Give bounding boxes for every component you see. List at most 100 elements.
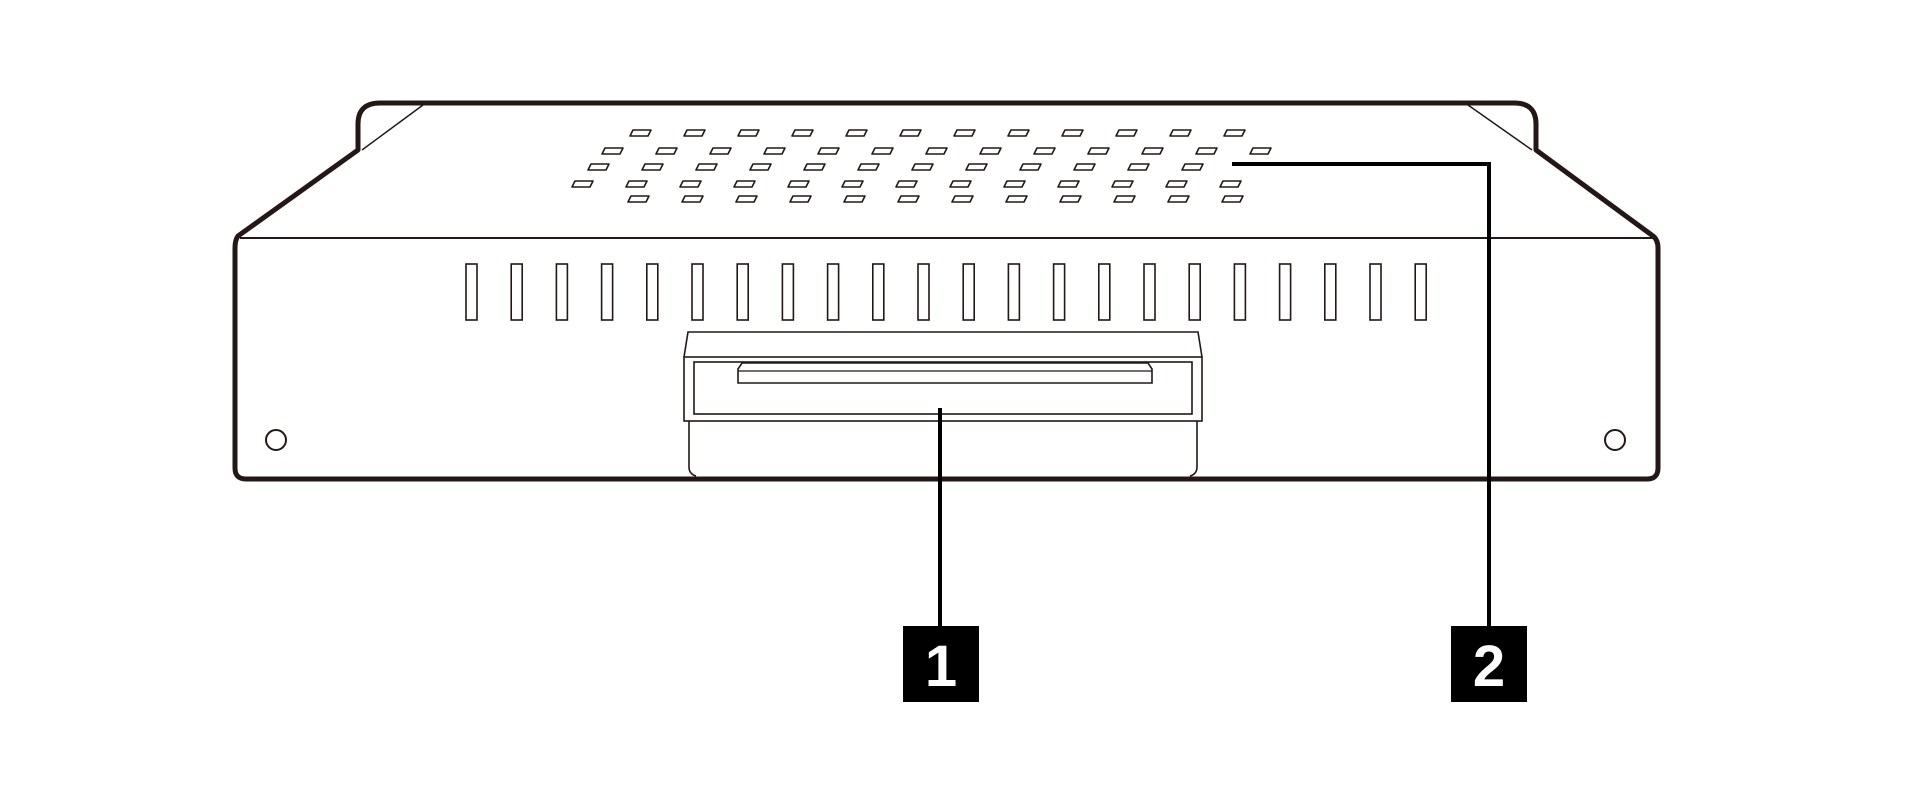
left-ear-fold — [361, 104, 424, 151]
vent-hole — [1059, 195, 1082, 203]
vent-slot — [781, 263, 795, 321]
vent-hole — [1165, 180, 1188, 188]
vent-hole — [679, 180, 702, 188]
vent-slot — [600, 263, 614, 321]
vent-hole — [601, 147, 624, 155]
vent-hole — [843, 195, 866, 203]
vent-slot — [917, 263, 930, 321]
vent-hole — [845, 129, 868, 137]
vent-hole — [735, 195, 758, 203]
vent-hole — [1223, 129, 1246, 137]
right-screw-hole — [1604, 429, 1626, 451]
vent-hole — [1003, 180, 1026, 188]
vent-hole — [629, 129, 652, 137]
vent-hole — [709, 147, 732, 155]
vent-hole — [1087, 147, 1110, 155]
vent-hole — [737, 129, 760, 137]
vent-hole — [817, 147, 840, 155]
vent-hole — [1127, 163, 1150, 171]
connector-housing — [683, 356, 1203, 422]
vent-slot — [1324, 263, 1337, 321]
vent-slot — [736, 263, 750, 321]
vent-slot — [555, 263, 569, 321]
connector-base-left — [688, 421, 697, 477]
vent-hole — [1007, 129, 1030, 137]
vent-slot — [1278, 263, 1292, 321]
vent-hole — [949, 180, 972, 188]
left-screw-hole — [265, 429, 287, 451]
connector-base-right — [1189, 421, 1198, 477]
vent-hole — [1111, 180, 1134, 188]
vent-hole — [587, 163, 610, 171]
vent-hole — [1005, 195, 1028, 203]
vent-slot — [465, 263, 478, 321]
drive-connector — [683, 331, 1203, 477]
vent-hole — [1061, 129, 1084, 137]
vent-slot — [1414, 263, 1427, 321]
vent-slot — [645, 263, 659, 321]
vent-slot — [510, 263, 524, 321]
vent-hole — [641, 163, 664, 171]
vent-hole — [1219, 180, 1242, 188]
vent-hole — [625, 180, 648, 188]
callout-1-label: 1 — [925, 634, 957, 699]
vent-slot — [962, 263, 976, 321]
vent-hole — [627, 195, 650, 203]
vent-hole — [857, 163, 880, 171]
vent-hole — [1167, 195, 1190, 203]
vent-hole — [965, 163, 988, 171]
vent-slot — [1007, 263, 1021, 321]
vent-slot — [871, 263, 885, 321]
vent-hole — [789, 195, 812, 203]
vent-hole — [951, 195, 974, 203]
connector-inner-frame — [693, 361, 1193, 415]
chassis-outline — [232, 100, 1661, 482]
vent-hole — [1195, 147, 1218, 155]
vent-hole — [571, 180, 594, 188]
vent-hole — [1249, 147, 1272, 155]
vent-hole — [787, 180, 810, 188]
callout-2-label: 2 — [1473, 634, 1505, 699]
callout-2-leader — [1232, 162, 1491, 628]
vent-hole — [1057, 180, 1080, 188]
connector-housing-top — [683, 331, 1203, 358]
vent-hole — [763, 147, 786, 155]
vent-hole — [695, 163, 718, 171]
vent-hole — [841, 180, 864, 188]
vent-slot — [826, 263, 840, 321]
vent-hole — [803, 163, 826, 171]
right-ear-fold — [1467, 104, 1533, 151]
top-vent-holes — [571, 129, 1272, 203]
vent-hole — [733, 180, 756, 188]
callout-2-badge: 2 — [1451, 626, 1527, 702]
vent-hole — [1181, 163, 1204, 171]
callout-1-badge: 1 — [903, 626, 979, 702]
vent-slot — [1143, 263, 1156, 321]
vent-hole — [911, 163, 934, 171]
vent-hole — [749, 163, 772, 171]
vent-hole — [899, 129, 922, 137]
vent-hole — [1073, 163, 1096, 171]
vent-hole — [871, 147, 894, 155]
vent-hole — [655, 147, 678, 155]
connector-contact-strip — [737, 362, 1153, 384]
vent-slot — [1233, 263, 1247, 321]
vent-hole — [791, 129, 814, 137]
vent-slot — [691, 263, 704, 321]
vent-hole — [897, 195, 920, 203]
vent-hole — [1115, 129, 1138, 137]
vent-slot — [1188, 263, 1201, 321]
vent-hole — [1033, 147, 1056, 155]
vent-slot — [1369, 263, 1382, 321]
vent-hole — [683, 129, 706, 137]
vent-hole — [1113, 195, 1136, 203]
vent-hole — [1221, 195, 1244, 203]
vent-hole — [1141, 147, 1164, 155]
vent-hole — [953, 129, 976, 137]
vent-slot — [1052, 263, 1066, 321]
vent-hole — [1169, 129, 1192, 137]
vent-slot — [1098, 263, 1111, 321]
vent-hole — [895, 180, 918, 188]
vent-hole — [925, 147, 948, 155]
